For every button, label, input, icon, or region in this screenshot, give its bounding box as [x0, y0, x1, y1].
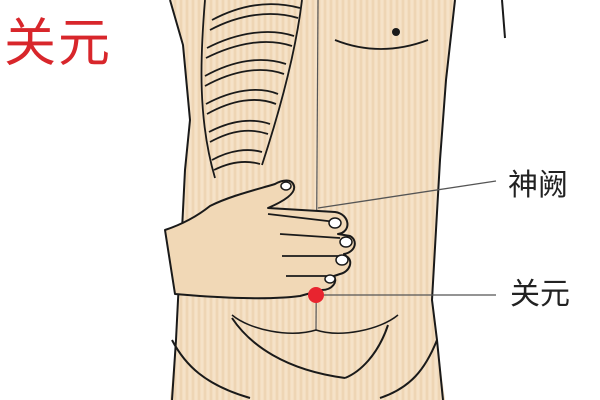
label-shenque: 神阙	[508, 168, 568, 203]
guanyuan-point	[308, 287, 324, 303]
label-guanyuan: 关元	[510, 277, 570, 312]
abdomen-contour	[231, 314, 399, 334]
torso-left-outline	[169, 0, 192, 400]
rib-cage	[200, 0, 303, 179]
groin-line-right	[344, 324, 389, 379]
fingernails	[280, 181, 353, 284]
leader-line-shenque	[317, 180, 497, 209]
diagram-title: 关元	[4, 14, 113, 74]
thigh-right	[379, 339, 438, 399]
torso	[170, 0, 455, 400]
right-arm-edge	[501, 0, 506, 39]
nipple	[392, 28, 400, 36]
groin-line-left	[231, 317, 346, 379]
thigh-left	[171, 339, 251, 399]
chest-contour	[334, 39, 429, 50]
